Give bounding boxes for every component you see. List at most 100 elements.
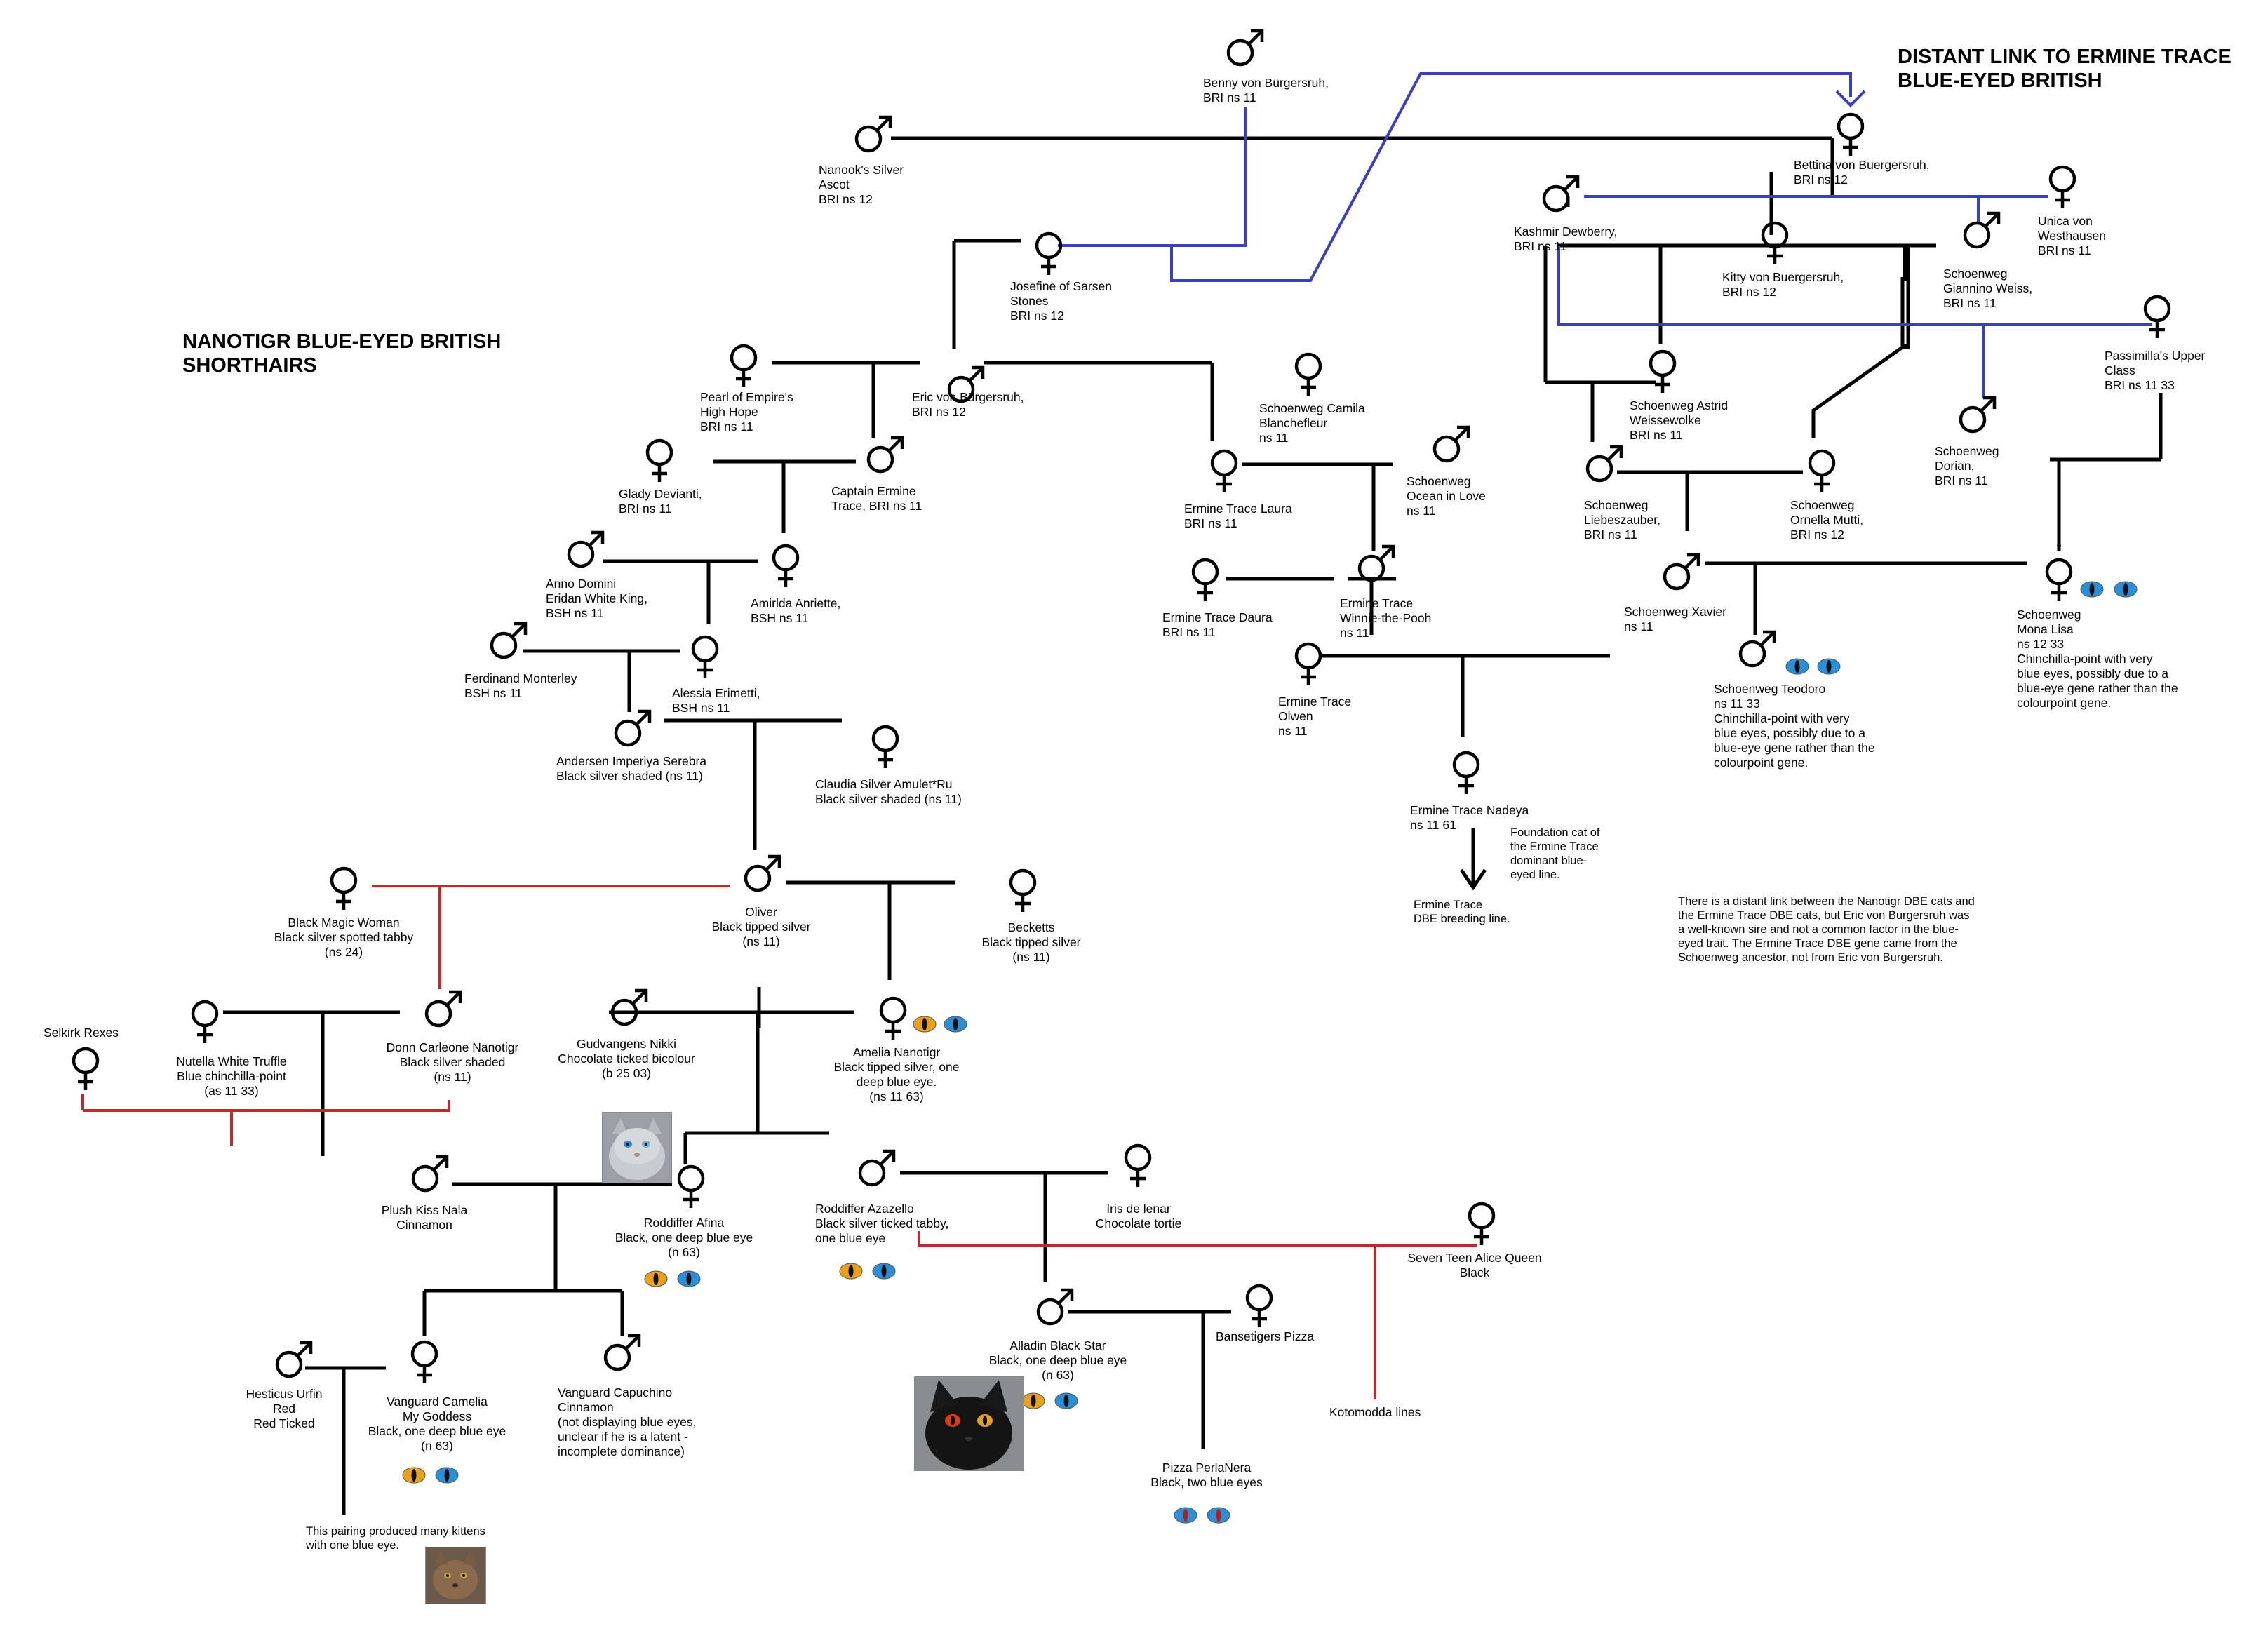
label-monalisa: Schoenweg Mona Lisa ns 12 33 Chinchilla-… (2017, 607, 2178, 710)
liebeszauber-male-symbol-icon (1585, 445, 1623, 483)
azazello-male-symbol-icon (858, 1149, 896, 1187)
alladin-male-symbol-icon (1036, 1288, 1074, 1326)
note-distant-link: There is a distant link between the Nano… (1678, 895, 1975, 964)
amelia-right-cat-eye-icon (944, 1016, 967, 1033)
label-kashmir: Kashmir Dewberry, BRI ns 11 (1514, 224, 1618, 253)
label-becketts: Becketts Black tipped silver (ns 11) (981, 920, 1081, 964)
label-pearl: Pearl of Empire's High Hope BRI ns 11 (700, 390, 793, 434)
plush-male-symbol-icon (411, 1155, 449, 1193)
camelia-right-cat-eye-icon (435, 1467, 459, 1484)
label-perlanera: Pizza PerlaNera Black, two blue eyes (1150, 1461, 1263, 1489)
label-laura: Ermine Trace Laura BRI ns 11 (1184, 502, 1292, 530)
passimilla-female-symbol-icon (2143, 295, 2171, 338)
label-giannino: Schoenweg Giannino Weiss, BRI ns 11 (1943, 267, 2033, 310)
kitty-female-symbol-icon (1761, 221, 1789, 264)
nadeya-female-symbol-icon (1452, 751, 1480, 794)
magic-female-symbol-icon (330, 866, 358, 910)
camila-female-symbol-icon (1294, 352, 1322, 396)
perlanera-right-cat-eye-icon (1207, 1507, 1230, 1524)
label-capuchino: Vanguard Capuchino Cinnamon (not display… (558, 1385, 697, 1458)
label-astrid: Schoenweg Astrid Weissewolke BRI ns 11 (1630, 398, 1729, 442)
alessia-female-symbol-icon (691, 635, 719, 678)
alladin-right-cat-eye-icon (1054, 1392, 1078, 1409)
olwen-female-symbol-icon (1294, 642, 1322, 685)
ferdinand-male-symbol-icon (490, 622, 528, 659)
teodoro-male-symbol-icon (1738, 630, 1776, 668)
afina-right-cat-eye-icon (677, 1270, 701, 1287)
ocean-male-symbol-icon (1432, 425, 1470, 463)
label-xavier: Schoenweg Xavier ns 11 (1624, 605, 1726, 633)
label-bettina: Bettina von Buergersruh, BRI ns 12 (1794, 158, 1930, 187)
label-anno: Anno Domini Eridan White King, BSH ns 11 (546, 577, 647, 620)
label-dorian: Schoenweg Dorian, BRI ns 11 (1935, 444, 1999, 488)
andersen-male-symbol-icon (614, 709, 652, 747)
becketts-female-symbol-icon (1009, 868, 1037, 912)
label-nutella: Nutella White Truffle Blue chinchilla-po… (176, 1054, 287, 1098)
label-bansetigers: Bansetigers Pizza (1216, 1329, 1315, 1343)
nikki-male-symbol-icon (610, 988, 648, 1026)
winnie-male-symbol-icon (1357, 544, 1395, 582)
label-daura: Ermine Trace Daura BRI ns 11 (1162, 610, 1273, 639)
iris-female-symbol-icon (1124, 1143, 1152, 1187)
label-winnie: Ermine Trace Winnie-the-Pooh ns 11 (1340, 596, 1432, 640)
monalisa-female-symbol-icon (2045, 558, 2073, 601)
camelia-left-cat-eye-icon (402, 1467, 426, 1484)
bettina-female-symbol-icon (1837, 112, 1865, 156)
daura-female-symbol-icon (1191, 558, 1219, 601)
monalisa-right-cat-eye-icon (2114, 581, 2138, 598)
label-teodoro: Schoenweg Teodoro ns 11 33 Chinchilla-po… (1714, 682, 1875, 770)
label-josefine: Josefine of Sarsen Stones BRI ns 12 (1010, 279, 1112, 323)
label-andersen: Andersen Imperiya Serebra Black silver s… (556, 754, 706, 783)
ornella-female-symbol-icon (1808, 449, 1836, 492)
note-pairing: This pairing produced many kittens with … (306, 1525, 485, 1552)
label-ferdinand: Ferdinand Monterley BSH ns 11 (464, 671, 577, 700)
label-olwen: Ermine Trace Olwen ns 11 (1278, 694, 1352, 738)
label-liebeszauber: Schoenweg Liebeszauber, BRI ns 11 (1584, 498, 1660, 542)
title-ermine-trace: DISTANT LINK TO ERMINE TRACE BLUE-EYED B… (1898, 46, 2232, 92)
donn-male-symbol-icon (424, 990, 462, 1028)
alladin-left-cat-eye-icon (1021, 1392, 1045, 1409)
label-kotomodda: Kotomodda lines (1329, 1405, 1421, 1419)
anno-male-symbol-icon (567, 530, 605, 568)
cat-photo-black (914, 1376, 1024, 1471)
oliver-male-symbol-icon (744, 854, 781, 892)
pearl-female-symbol-icon (730, 344, 758, 387)
hesticus-male-symbol-icon (275, 1341, 313, 1378)
label-glady: Glady Devianti, BRI ns 11 (619, 487, 702, 516)
label-alladin: Alladin Black Star Black, one deep blue … (988, 1338, 1127, 1382)
monalisa-left-cat-eye-icon (2080, 581, 2104, 598)
selkirk-female-symbol-icon (72, 1047, 100, 1090)
label-magic: Black Magic Woman Black silver spotted t… (274, 915, 414, 959)
dorian-male-symbol-icon (1959, 396, 1997, 434)
label-nadeya: Ermine Trace Nadeya ns 11 61 (1410, 803, 1529, 832)
label-ocean: Schoenweg Ocean in Love ns 11 (1407, 474, 1486, 518)
label-unica: Unica von Westhausen BRI ns 11 (2038, 214, 2106, 257)
title-nanotigr: NANOTIGR BLUE-EYED BRITISH SHORTHAIRS (182, 330, 502, 377)
label-alice: Seven Teen Alice Queen Black (1407, 1251, 1542, 1280)
benny-male-symbol-icon (1226, 29, 1264, 67)
amelia-female-symbol-icon (879, 996, 907, 1040)
label-captain: Captain Ermine Trace, BRI ns 11 (831, 484, 922, 513)
azazello-left-cat-eye-icon (839, 1263, 863, 1280)
capuchino-male-symbol-icon (603, 1334, 641, 1371)
label-iris: Iris de lenar Chocolate tortie (1095, 1202, 1182, 1230)
azazello-right-cat-eye-icon (872, 1263, 896, 1280)
cat-photo-kitten (425, 1547, 486, 1604)
amirlda-female-symbol-icon (772, 544, 800, 587)
camelia-female-symbol-icon (410, 1340, 438, 1383)
note-breeding-line: Ermine Trace DBE breeding line. (1414, 899, 1510, 925)
label-camila: Schoenweg Camila Blanchefleur ns 11 (1259, 401, 1365, 445)
teodoro-right-cat-eye-icon (1817, 658, 1841, 675)
afina-left-cat-eye-icon (644, 1270, 668, 1287)
josefine-female-symbol-icon (1035, 231, 1063, 275)
label-nanook: Nanook's Silver Ascot BRI ns 12 (819, 163, 904, 206)
label-selkirk: Selkirk Rexes (43, 1026, 119, 1040)
bansetigers-female-symbol-icon (1245, 1284, 1273, 1327)
perlanera-left-cat-eye-icon (1174, 1507, 1197, 1524)
label-amelia: Amelia Nanotigr Black tipped silver, one… (833, 1045, 960, 1103)
label-passimilla: Passimilla's Upper Class BRI ns 11 33 (2105, 349, 2206, 392)
label-nikki: Gudvangens Nikki Chocolate ticked bicolo… (558, 1037, 695, 1080)
